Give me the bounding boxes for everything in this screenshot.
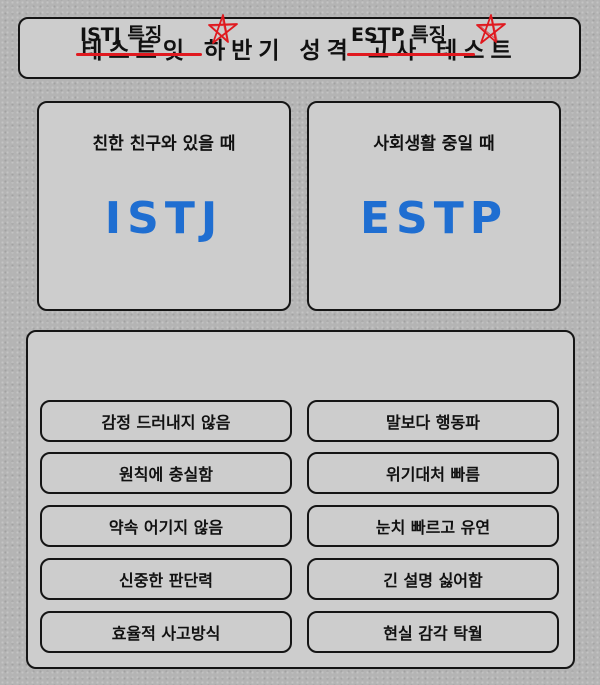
istj-heading-text: ISTJ 특징 [80, 24, 163, 46]
star-icon [208, 14, 238, 44]
estp-trait-item: 말보다 행동파 [307, 400, 559, 442]
estp-trait-item: 위기대처 빠름 [307, 452, 559, 494]
istj-heading-underline [76, 53, 202, 56]
estp-trait-item: 눈치 빠르고 유연 [307, 505, 559, 547]
estp-heading-underline [347, 53, 475, 56]
estp-heading-text: ESTP 특징 [351, 24, 447, 46]
friends-result-card: 친한 친구와 있을 때 ISTJ [37, 101, 291, 311]
friends-label: 친한 친구와 있을 때 [92, 134, 236, 154]
istj-trait-item: 신중한 판단력 [40, 558, 292, 600]
istj-trait-item: 약속 어기지 않음 [40, 505, 292, 547]
estp-trait-item: 현실 감각 탁월 [307, 611, 559, 653]
estp-traits-heading: ESTP 특징 [347, 20, 475, 56]
star-icon [476, 14, 506, 44]
istj-trait-item: 감정 드러내지 않음 [40, 400, 292, 442]
friends-type: ISTJ [104, 193, 224, 244]
istj-traits-heading: ISTJ 특징 [76, 20, 202, 56]
social-label: 사회생활 중일 때 [373, 134, 495, 154]
social-result-card: 사회생활 중일 때 ESTP [307, 101, 561, 311]
istj-trait-item: 효율적 사고방식 [40, 611, 292, 653]
social-type: ESTP [359, 193, 508, 244]
page-title: 테스트잇 하반기 성격 고사 테스트 [81, 38, 518, 64]
istj-trait-item: 원칙에 충실함 [40, 452, 292, 494]
estp-trait-item: 긴 설명 싫어함 [307, 558, 559, 600]
